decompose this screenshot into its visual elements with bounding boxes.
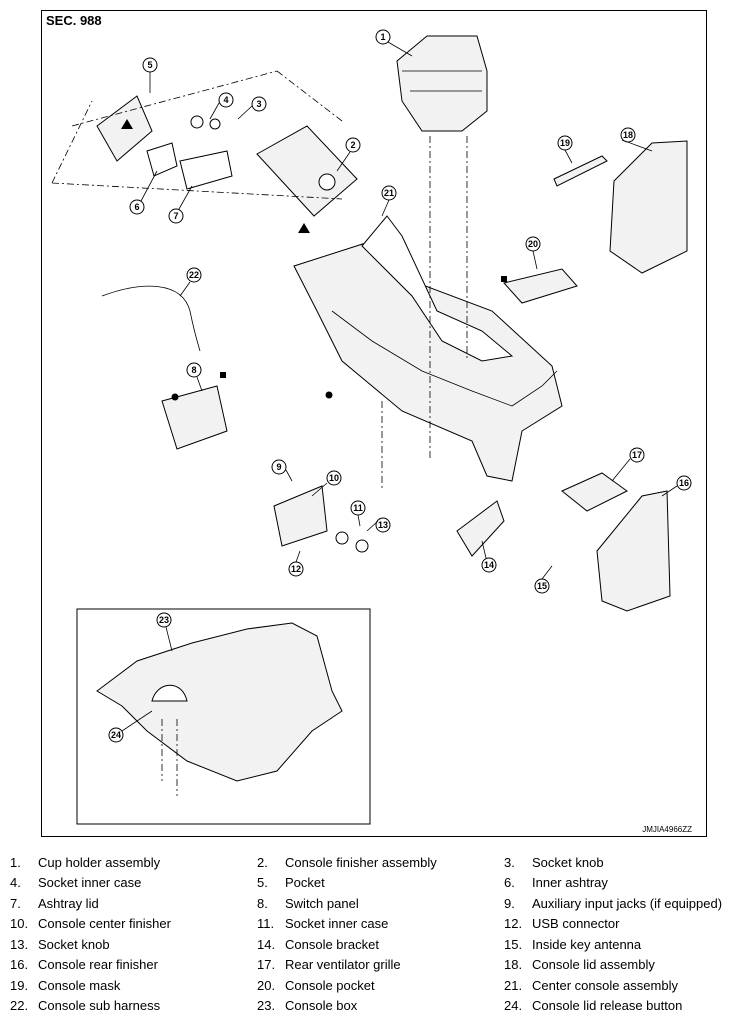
console-finisher-shape [256,125,358,217]
triangle-marker [121,119,133,129]
console-lid-shape [553,140,688,274]
rear-finisher-shape [596,490,671,612]
svg-text:18: 18 [623,130,633,140]
center-console-assembly-shape [293,215,563,482]
switch-panel-shape [161,385,228,450]
legend-row: 19.Console mask 20.Console pocket 21.Cen… [10,978,678,993]
console-bracket-shape [456,500,505,557]
exploded-view-drawing: 1 2 3 4 5 6 7 8 9 10 11 12 13 14 15 16 1… [51,29,692,825]
svg-text:11: 11 [353,503,363,513]
callout-14: 14 [481,557,497,573]
svg-text:7: 7 [173,211,178,221]
square-marker [220,372,226,378]
callout-22: 22 [186,267,202,283]
callout-10: 10 [326,470,342,486]
svg-text:13: 13 [378,520,388,530]
sub-harness-shape [101,285,201,352]
triangle-marker [298,223,310,233]
svg-text:23: 23 [159,615,169,625]
svg-text:5: 5 [147,60,152,70]
callout-9: 9 [271,459,287,475]
legend-row: 22.Console sub harness 23.Console box 24… [10,998,683,1013]
legend-row: 7.Ashtray lid 8.Switch panel 9.Auxiliary… [10,896,723,911]
dot-marker [325,391,333,399]
svg-text:16: 16 [679,478,689,488]
callout-20: 20 [525,236,541,252]
callout-18: 18 [620,127,636,143]
console-pocket-shape [503,268,578,304]
legend-row: 1.Cup holder assembly 2.Console finisher… [10,855,604,870]
callout-13: 13 [375,517,391,533]
legend-row: 10.Console center finisher 11.Socket inn… [10,916,620,931]
callout-1: 1 [375,29,391,45]
pocket-shape [96,95,233,190]
callout-17: 17 [629,447,645,463]
svg-text:4: 4 [223,95,228,105]
svg-text:6: 6 [134,202,139,212]
legend-row: 13.Socket knob 14.Console bracket 15.Ins… [10,937,642,952]
svg-text:1: 1 [380,32,385,42]
callout-8: 8 [186,362,202,378]
callout-16: 16 [676,475,692,491]
callout-3: 3 [251,96,267,112]
image-code: JMJIA4966ZZ [642,825,692,834]
square-marker [501,276,507,282]
rear-grille-shape [561,472,628,512]
callout-21: 21 [381,185,397,201]
svg-text:15: 15 [537,581,547,591]
cup-holder-shape [396,35,488,132]
svg-text:24: 24 [111,730,121,740]
svg-text:9: 9 [276,462,281,472]
diagram-frame: SEC. 988 [41,10,707,837]
callout-15: 15 [534,578,550,594]
svg-text:17: 17 [632,450,642,460]
callout-4: 4 [218,92,234,108]
legend-row: 4.Socket inner case 5.Pocket 6.Inner ash… [10,875,608,890]
inset-detail [76,608,371,825]
callout-19: 19 [557,135,573,151]
svg-text:22: 22 [189,270,199,280]
callout-12: 12 [288,561,304,577]
section-label: SEC. 988 [46,13,102,28]
svg-text:2: 2 [350,140,355,150]
svg-text:19: 19 [560,138,570,148]
center-finisher-shape [273,485,328,547]
svg-text:14: 14 [484,560,494,570]
svg-text:20: 20 [528,239,538,249]
callout-24: 24 [108,727,124,743]
callout-6: 6 [129,199,145,215]
svg-text:10: 10 [329,473,339,483]
callout-5: 5 [142,57,158,73]
callout-23: 23 [156,612,172,628]
svg-text:8: 8 [191,365,196,375]
svg-text:12: 12 [291,564,301,574]
callout-11: 11 [350,500,366,516]
svg-text:3: 3 [256,99,261,109]
legend-row: 16.Console rear finisher 17.Rear ventila… [10,957,655,972]
svg-text:21: 21 [384,188,394,198]
callout-2: 2 [345,137,361,153]
dot-marker [171,393,179,401]
callout-7: 7 [168,208,184,224]
